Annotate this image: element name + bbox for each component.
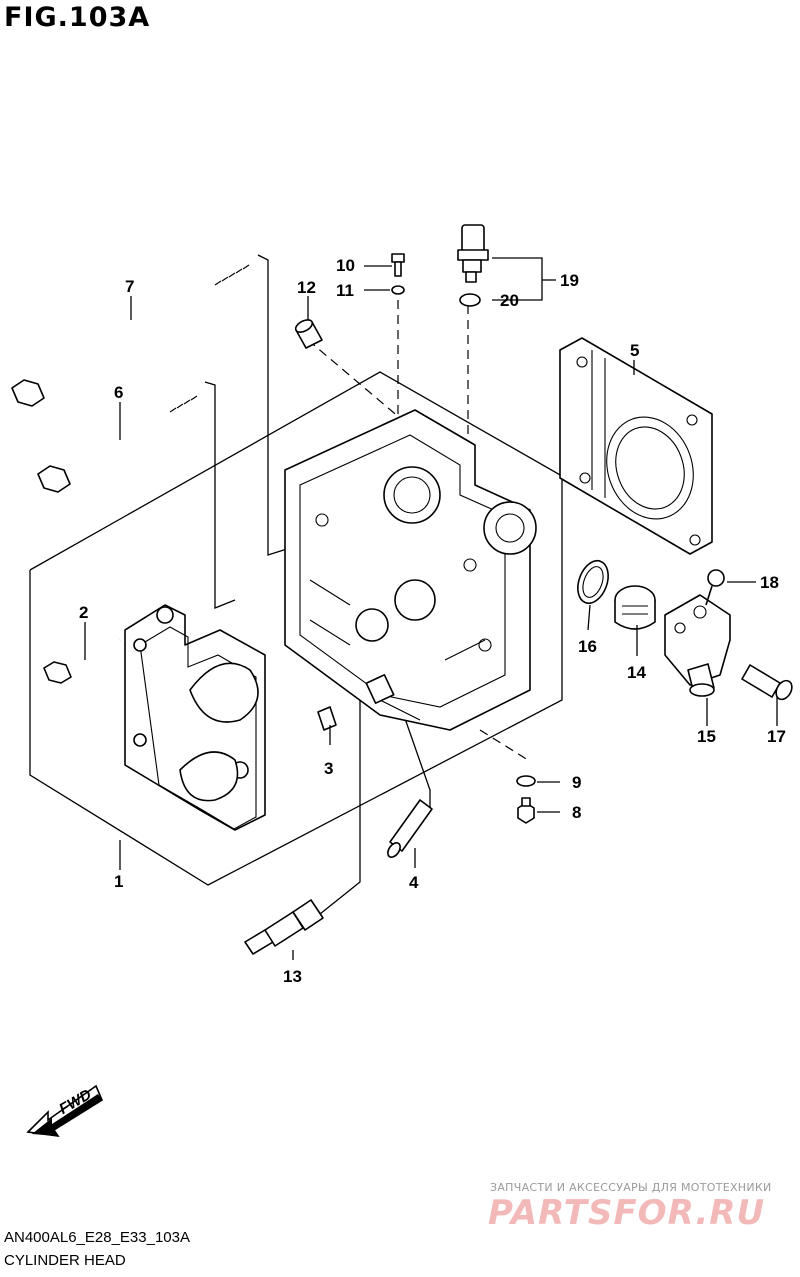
- callout-3: 3: [324, 759, 333, 778]
- callout-labels: 1 2 3 4 5 6 7 8 9 10 11 12 13 14 15 16 1…: [79, 256, 786, 986]
- oring-20-part: [459, 293, 481, 307]
- assembly-frame: [29, 371, 563, 886]
- callout-4: 4: [409, 873, 419, 892]
- bracket-19: [492, 257, 543, 301]
- callout-16: 16: [578, 637, 597, 656]
- callout-9: 9: [572, 773, 581, 792]
- figure-name: CYLINDER HEAD: [4, 1252, 126, 1269]
- callout-14: 14: [627, 663, 646, 682]
- callout-12: 12: [297, 278, 316, 297]
- cap-17-part: [741, 664, 793, 701]
- leader-lines: [84, 265, 778, 960]
- bolt-8-part: [517, 797, 535, 824]
- watermark-logo: PARTSFOR.RU: [488, 1193, 766, 1233]
- callout-6: 6: [114, 383, 123, 402]
- callout-10: 10: [336, 256, 355, 275]
- callout-15: 15: [697, 727, 716, 746]
- callout-19: 19: [560, 271, 579, 290]
- leader-4: [394, 689, 431, 810]
- callout-5: 5: [630, 341, 639, 360]
- thermostat-cover-15-part: [664, 594, 731, 697]
- callout-18: 18: [760, 573, 779, 592]
- guide-8: [479, 729, 529, 761]
- gasket-5-part: [559, 337, 713, 555]
- watermark-caption: ЗАПЧАСТИ И АКСЕССУАРЫ ДЛЯ МОТОТЕХНИКИ: [490, 1181, 772, 1194]
- callout-7: 7: [125, 277, 134, 296]
- spark-plug-13-part: [244, 899, 324, 955]
- oring-16-part: [577, 559, 609, 605]
- callout-17: 17: [767, 727, 786, 746]
- washer-9-part: [516, 775, 536, 787]
- callout-20: 20: [500, 291, 519, 310]
- callout-13: 13: [283, 967, 302, 986]
- bolt-10-part: [391, 253, 405, 277]
- leader-bolt-7: [257, 254, 291, 556]
- sensor-19-part: [457, 224, 489, 283]
- dowel-3-part: [317, 706, 337, 731]
- figure-title: FIG.103A: [4, 2, 151, 33]
- figure-code: AN400AL6_E28_E33_103A: [4, 1229, 190, 1246]
- bolt-7-part: [11, 263, 251, 407]
- fwd-arrow-icon: FWD: [26, 1084, 104, 1138]
- screw-18-part: [705, 569, 725, 606]
- dowel-12-part: [294, 319, 323, 349]
- callout-8: 8: [572, 803, 581, 822]
- callout-2: 2: [79, 603, 88, 622]
- sleeve-4-part: [387, 799, 433, 858]
- bolt-6-part: [37, 395, 198, 493]
- callout-11: 11: [336, 281, 354, 300]
- cover-1-part: [124, 604, 266, 831]
- bolt-2-part: [43, 638, 121, 684]
- cylinder-head-part: [284, 409, 537, 731]
- thermostat-14-part: [614, 585, 656, 630]
- leader-bolt-6: [204, 381, 236, 609]
- washer-11-part: [391, 285, 405, 295]
- callout-1: 1: [114, 872, 123, 891]
